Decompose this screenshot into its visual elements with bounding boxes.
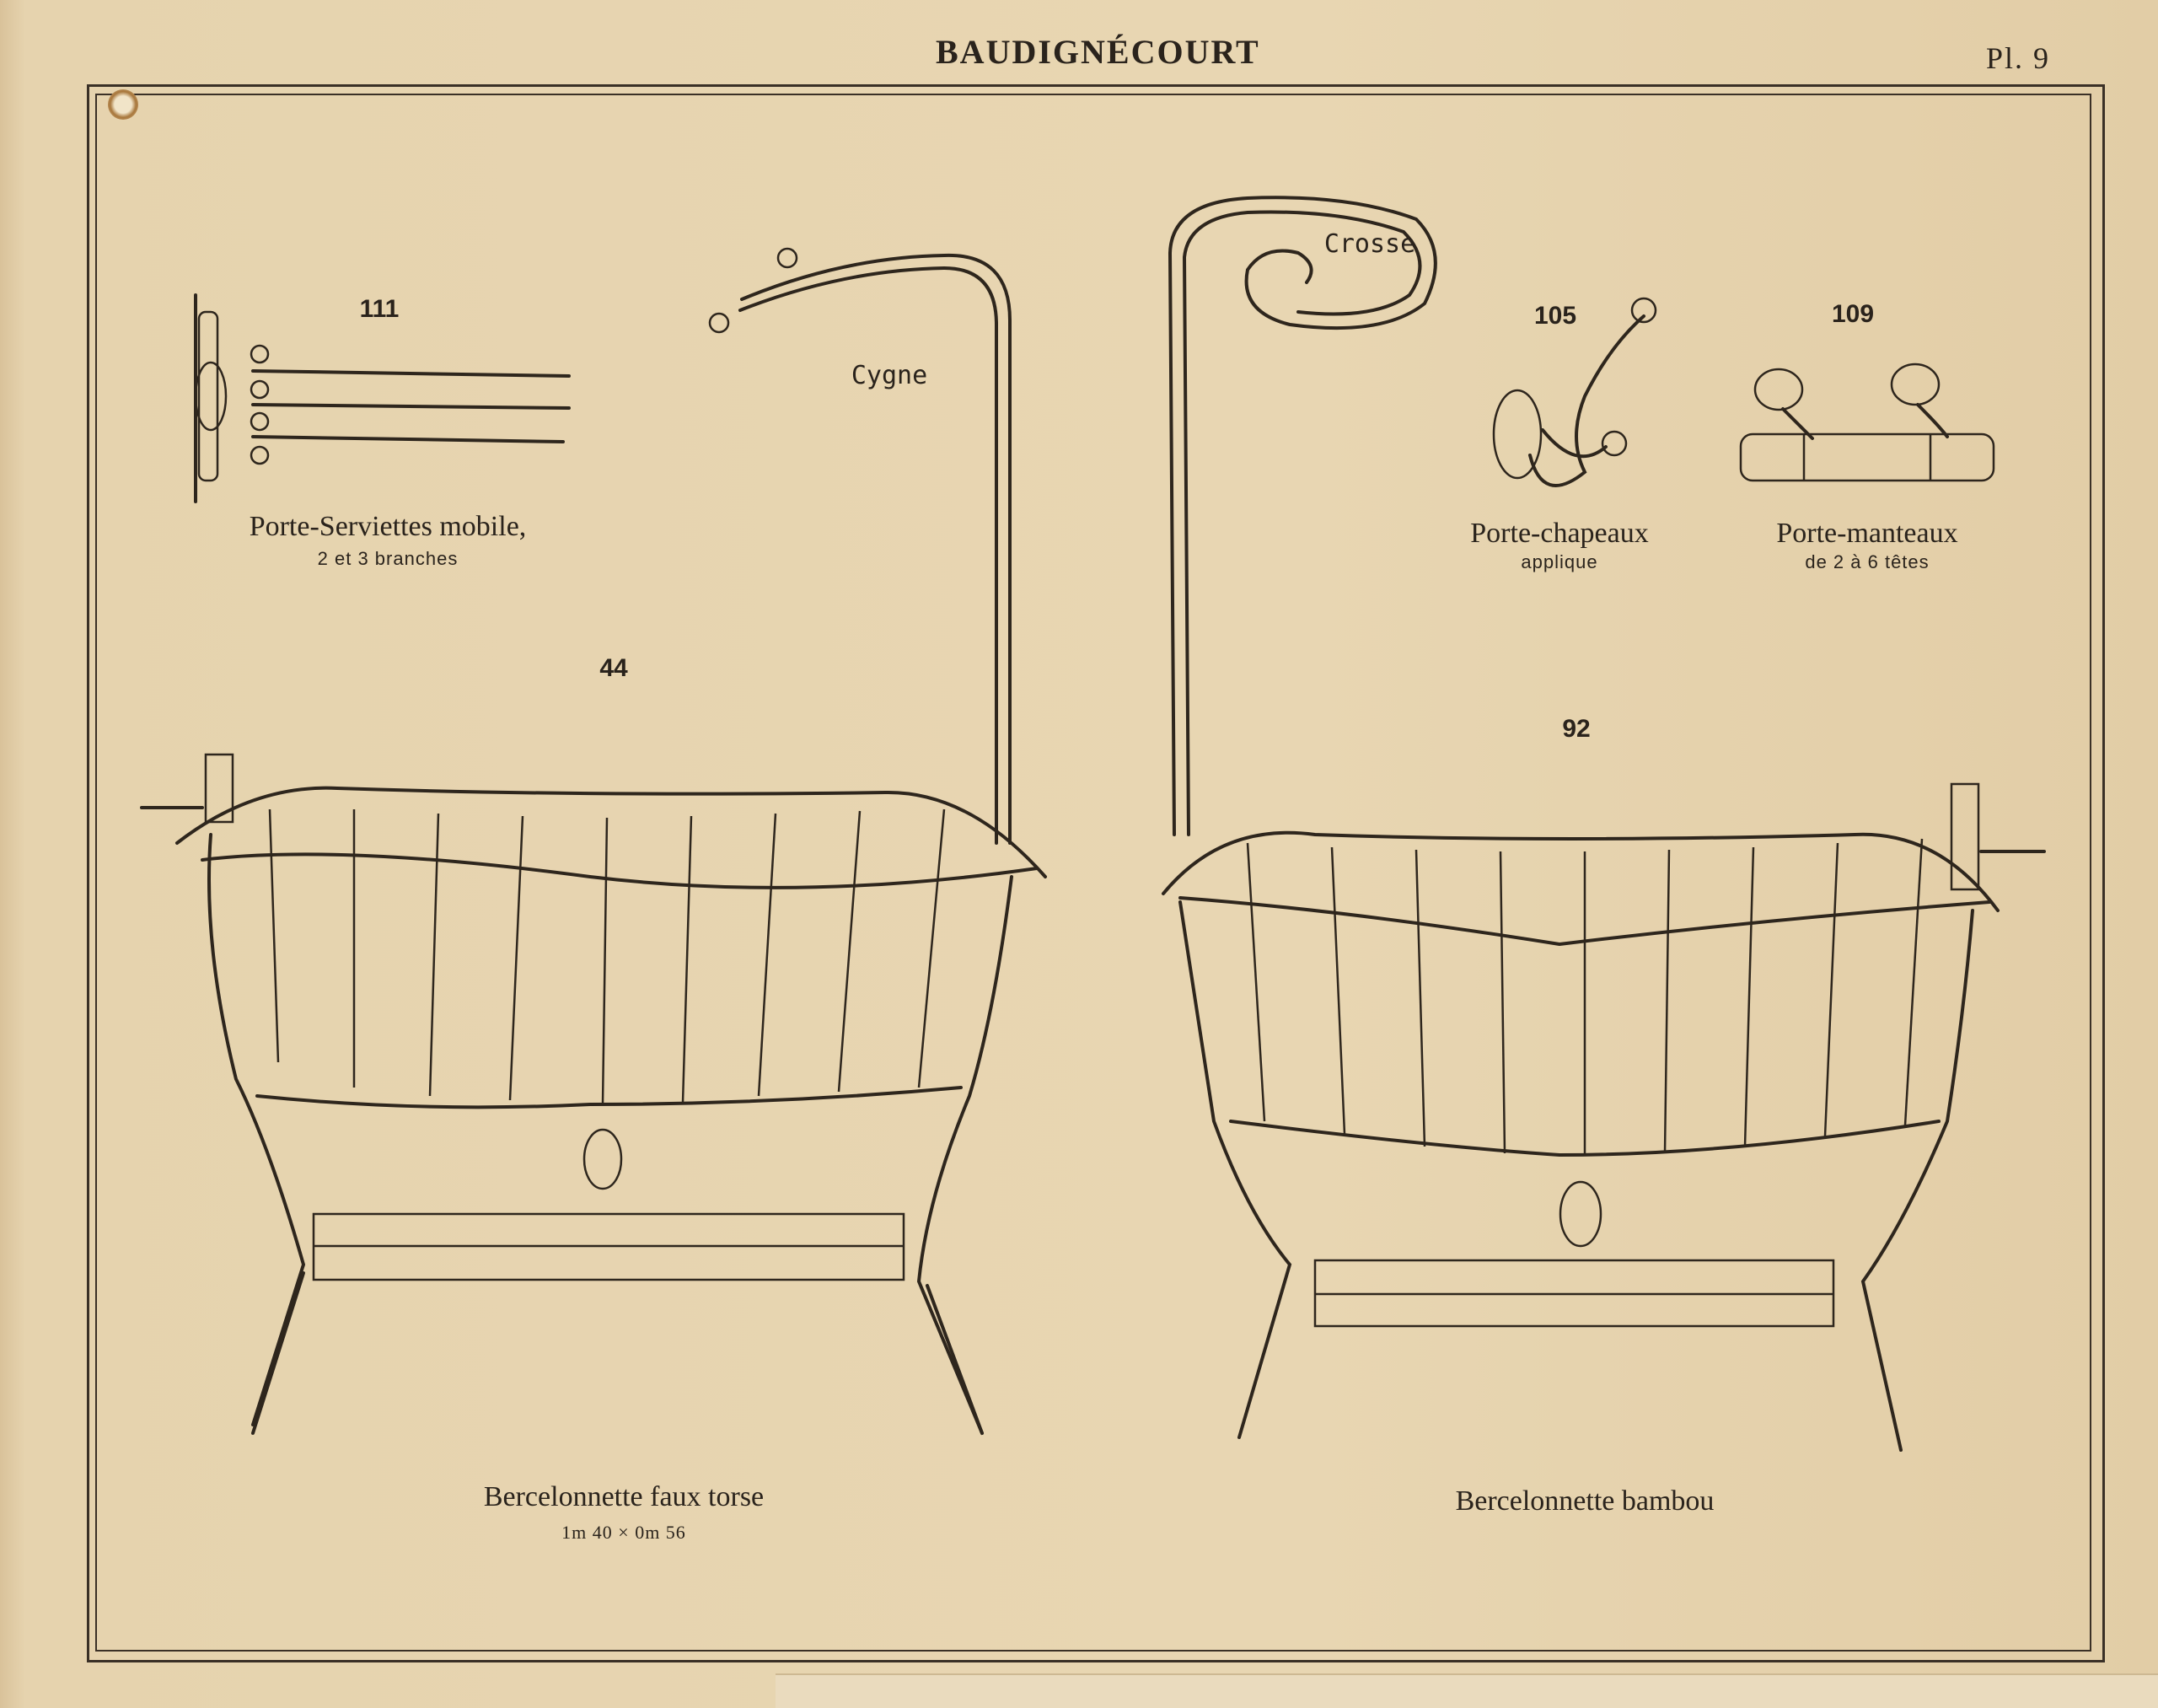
bamboo-cradle-number: 92 [1562, 715, 1591, 743]
coat-rack-illustration [1739, 363, 1995, 482]
hat-hook-subcaption: applique [1521, 551, 1598, 572]
plate-number: Pl. 9 [1986, 41, 2051, 75]
towel-rack-caption: Porte-Serviettes mobile, [249, 511, 527, 542]
underlying-page-edge [776, 1673, 2158, 1708]
bamboo-cradle-illustration [1162, 196, 2046, 1452]
page-title: BAUDIGNÉCOURT [936, 33, 1260, 71]
twisted-cradle-number: 44 [599, 654, 628, 682]
crosier-arm-tag: Crosse [1323, 229, 1416, 259]
towel-rack-number: 111 [359, 295, 400, 323]
twisted-cradle-illustration [140, 247, 1047, 1435]
frame-inner-border [95, 94, 2091, 1652]
coat-rack-number: 109 [1831, 300, 1875, 328]
coat-rack-caption: Porte-manteaux [1776, 518, 1958, 549]
hat-hook-caption: Porte-chapeaux [1470, 518, 1649, 549]
hat-hook-illustration [1492, 297, 1657, 487]
towel-rack-subcaption: 2 et 3 branches [317, 548, 459, 569]
coat-rack-subcaption: de 2 à 6 têtes [1805, 551, 1930, 572]
bamboo-cradle-caption: Bercelonnette bambou [1455, 1485, 1715, 1517]
hat-hook-number: 105 [1533, 302, 1577, 330]
punch-hole [108, 89, 138, 120]
towel-rack-illustration [194, 293, 571, 503]
frame-outer-border [87, 84, 2105, 1662]
twisted-cradle-caption: Bercelonnette faux torse [483, 1481, 765, 1512]
swan-arm-tag: Cygne [851, 361, 928, 390]
twisted-cradle-dimensions: 1m 40 × 0m 56 [561, 1522, 686, 1543]
